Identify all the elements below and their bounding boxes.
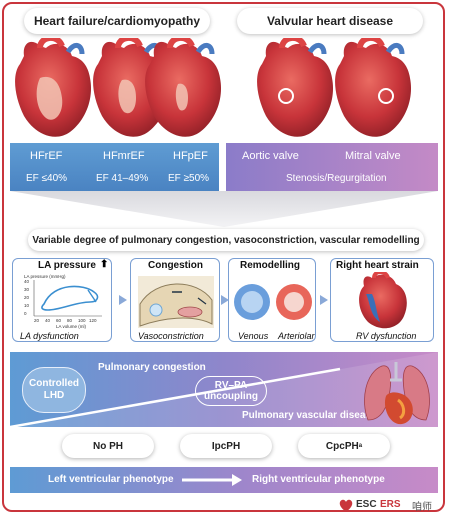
hfpef-label: HFpEF [173, 150, 208, 162]
la-plot-xtick: 80 [67, 318, 73, 323]
heart-icon [15, 38, 92, 137]
la-plot-ytick: 40 [24, 279, 30, 284]
mitral-valve-label: Mitral valve [345, 150, 401, 162]
heart-illustrations [15, 38, 412, 137]
remodelling-title: Remodelling [240, 260, 301, 271]
la-plot-ytick: 10 [24, 303, 30, 308]
valve-types-box [226, 143, 438, 191]
aortic-valve-label: Aortic valve [242, 150, 299, 162]
la-plot-xtick: 60 [56, 318, 62, 323]
esc-logo: ESC [356, 499, 377, 510]
hf-types-box [10, 143, 219, 191]
ipcph-tag: IpcPH [180, 434, 272, 458]
la-dysfunction-caption: LA dysfunction [20, 331, 79, 341]
la-plot-ytick: 0 [24, 311, 27, 316]
mechanism-banner: Variable degree of pulmonary congestion,… [28, 229, 424, 251]
congestion-title: Congestion [148, 260, 203, 271]
heart-icon [335, 38, 412, 137]
band-divider [10, 352, 438, 427]
la-plot-xtick: 100 [78, 318, 86, 323]
left-ventricular-phenotype-label: Left ventricular phenotype [48, 474, 174, 485]
vessel-illustration [138, 276, 214, 328]
la-plot-ytick: 30 [24, 287, 30, 292]
arrow-right-icon [119, 295, 127, 305]
heart-icon [359, 272, 407, 329]
heart-logo-icon [339, 499, 353, 512]
rv-pa-uncoupling-badge: RV–PA uncoupling [195, 376, 267, 406]
arrow-right-icon [221, 295, 229, 305]
up-arrow-icon: ⬆ [100, 259, 109, 270]
la-plot-ytick: 20 [24, 295, 30, 300]
hfref-ef: EF ≤40% [26, 173, 68, 184]
arteriolar-caption: Arteriolar [278, 331, 315, 341]
la-plot-ylabel: LA pressure (mmHg) [24, 274, 66, 279]
la-pv-loop [33, 280, 102, 317]
controlled-lhd-badge: Controlled LHD [22, 367, 86, 413]
vessel-cross-sections [234, 284, 312, 320]
la-plot-xtick: 120 [89, 318, 97, 323]
arrow-right-icon [182, 474, 242, 486]
arrow-right-icon [320, 295, 328, 305]
pulmonary-vascular-disease-label: Pulmonary vascular disease [242, 410, 377, 421]
heart-icon [145, 38, 222, 137]
valve-lesion-label: Stenosis/Regurgitation [286, 173, 387, 184]
lungs-heart-icon [364, 362, 430, 425]
heart-icon [257, 38, 334, 137]
valvular-header: Valvular heart disease [237, 8, 423, 34]
figure-frame [2, 2, 445, 512]
funnel-shape [10, 191, 438, 227]
hfmref-ef: EF 41–49% [96, 173, 149, 184]
hfref-label: HFrEF [30, 150, 63, 162]
la-pressure-title: LA pressure [38, 260, 96, 271]
no-ph-tag: No PH [62, 434, 154, 458]
heart-failure-header: Heart failure/cardiomyopathy [24, 8, 210, 34]
ers-logo: ERS [380, 499, 401, 510]
la-plot-xtick: 40 [45, 318, 51, 323]
la-plot-xtick: 20 [34, 318, 40, 323]
venous-caption: Venous [238, 331, 269, 341]
rv-dysfunction-caption: RV dysfunction [356, 331, 417, 341]
hfmref-label: HFmrEF [103, 150, 145, 162]
vasoconstriction-caption: Vasoconstriction [138, 331, 204, 341]
la-plot-xlabel: LA volume (ml) [56, 324, 87, 329]
right-heart-strain-title: Right heart strain [336, 260, 419, 271]
watermark-text: 咱师 [412, 502, 432, 513]
pulmonary-congestion-label: Pulmonary congestion [98, 362, 206, 373]
hfpef-ef: EF ≥50% [168, 173, 210, 184]
right-ventricular-phenotype-label: Right ventricular phenotype [252, 474, 385, 485]
